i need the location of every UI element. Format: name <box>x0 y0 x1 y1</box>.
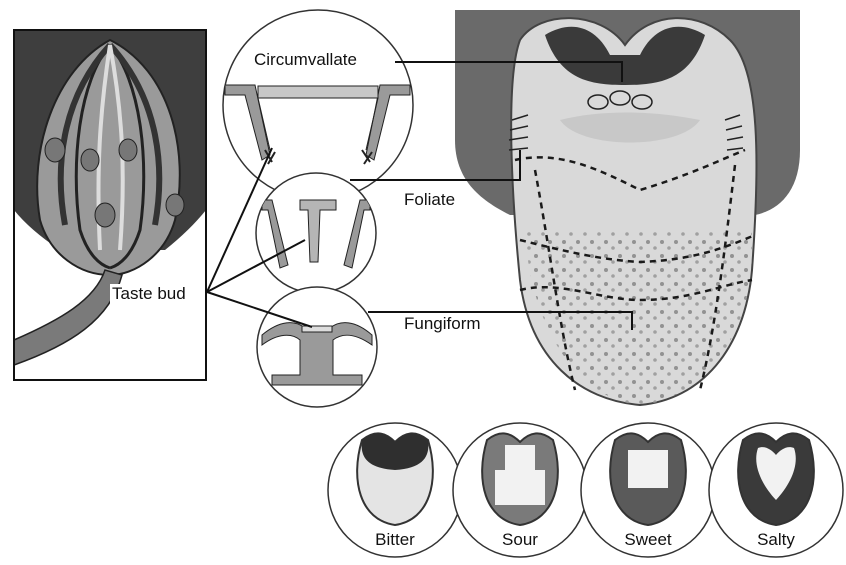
salty-label: Salty <box>721 530 831 550</box>
foliate-circle <box>256 173 376 293</box>
circumvallate-label: Circumvallate <box>254 50 357 70</box>
bitter-label: Bitter <box>340 530 450 550</box>
taste-bud-panel <box>14 30 206 380</box>
foliate-label: Foliate <box>404 190 455 210</box>
sour-label: Sour <box>465 530 575 550</box>
fungiform-label: Fungiform <box>404 314 481 334</box>
tongue-illustration <box>455 10 800 405</box>
fungiform-circle <box>257 287 377 407</box>
taste-bud-label: Taste bud <box>110 284 188 304</box>
sweet-label: Sweet <box>593 530 703 550</box>
circumvallate-circle <box>223 10 413 200</box>
